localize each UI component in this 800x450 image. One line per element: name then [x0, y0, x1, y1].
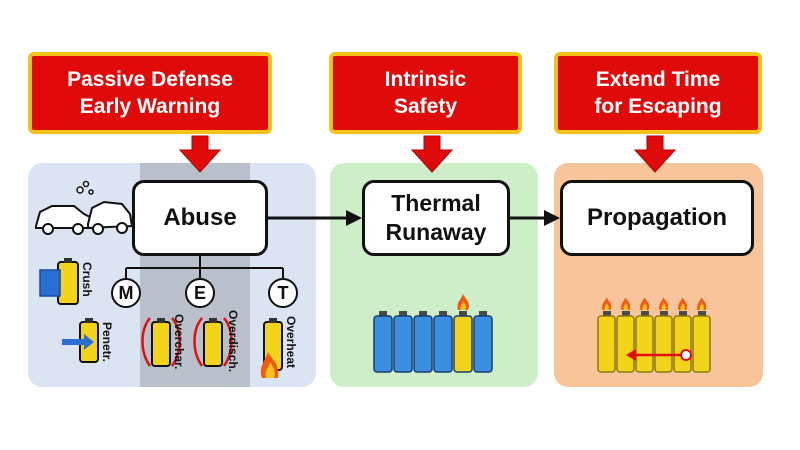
flame-icon [640, 297, 650, 310]
cell-terminal [641, 311, 649, 317]
battery-cell [597, 315, 616, 373]
overcharge-battery-icon [141, 317, 181, 367]
node-abuse: Abuse [132, 180, 268, 256]
label-overdisch: Overdisch. [226, 310, 240, 373]
propagation-battery-pack [597, 297, 711, 373]
down-arrow-1 [178, 135, 222, 173]
label-overchar: Overchar. [172, 314, 186, 370]
category-e: E [185, 278, 215, 308]
cell-terminal [479, 311, 487, 317]
node-thermal-line: Thermal [391, 190, 481, 216]
down-arrow-3 [633, 135, 677, 173]
battery-cell [673, 315, 692, 373]
battery-cell [692, 315, 711, 373]
met-connector [125, 256, 284, 278]
banner-line: Extend Time [595, 68, 721, 91]
propagation-arrow [626, 349, 692, 361]
car-crash-icon [35, 180, 134, 235]
banner-line: for Escaping [594, 95, 722, 118]
cell-terminal [698, 311, 706, 317]
overheat-battery-icon [260, 318, 283, 378]
battery-cell [373, 315, 393, 373]
category-m: M [111, 278, 141, 308]
battery-cell [413, 315, 433, 373]
crush-battery-icon [39, 258, 79, 305]
cell-terminal [603, 311, 611, 317]
cell-terminal [459, 311, 467, 317]
cell-terminal [399, 311, 407, 317]
banner-line: Early Warning [79, 95, 221, 118]
banner-line: Safety [393, 95, 458, 118]
flame-icon [621, 297, 631, 310]
node-thermal-line: Runaway [385, 219, 487, 245]
label-overheat: Overheat [284, 316, 298, 369]
node-propagation-label: Propagation [586, 204, 727, 231]
cell-terminal [419, 311, 427, 317]
category-t: T [268, 278, 298, 308]
battery-cell [654, 315, 673, 373]
cell-terminal [679, 311, 687, 317]
category-t-label: T [277, 282, 289, 303]
overdischarge-battery-icon [193, 317, 233, 367]
node-abuse-label: Abuse [163, 204, 237, 231]
banner-line: Intrinsic [384, 68, 467, 91]
cell-terminal [622, 311, 630, 317]
flame-icon [697, 297, 707, 310]
cell-terminal [379, 311, 387, 317]
category-e-label: E [193, 282, 206, 303]
battery-cell [635, 315, 654, 373]
battery-cell [393, 315, 413, 373]
flame-icon [678, 297, 688, 310]
flow-arrow-2 [510, 210, 560, 226]
battery-cell [616, 315, 635, 373]
penetration-battery-icon [62, 318, 99, 363]
cell-terminal [660, 311, 668, 317]
banner-line: Passive Defense [67, 68, 233, 91]
category-m-label: M [118, 282, 134, 303]
flame-icon [602, 297, 612, 310]
battery-cell [433, 315, 453, 373]
label-crush: Crush [80, 262, 94, 297]
flame-icon [457, 294, 469, 310]
cell-terminal [439, 311, 447, 317]
thermal-battery-pack [373, 294, 493, 373]
banner-extend-time: Extend Time for Escaping [554, 52, 762, 134]
down-arrow-2 [410, 135, 454, 173]
node-propagation: Propagation [560, 180, 754, 256]
battery-cell [453, 315, 473, 373]
battery-cell [473, 315, 493, 373]
flame-icon [659, 297, 669, 310]
flow-arrow-1 [268, 210, 362, 226]
label-penetr: Penetr. [100, 322, 114, 363]
